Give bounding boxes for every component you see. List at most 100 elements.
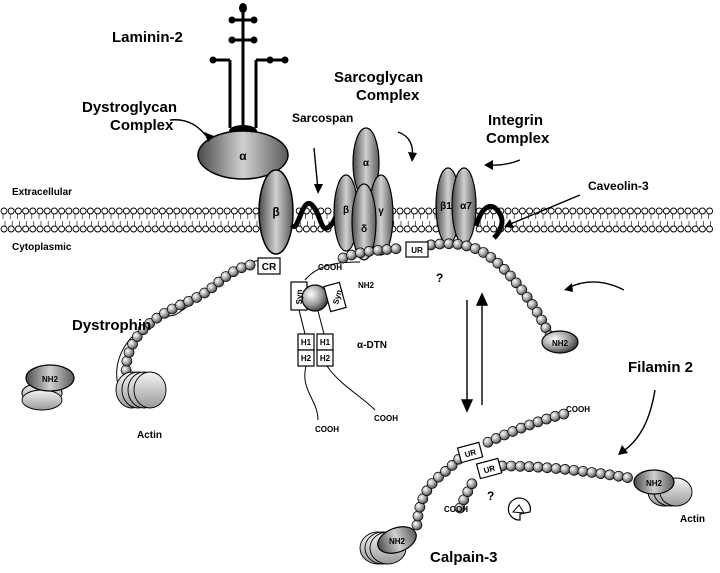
repeat-bead	[411, 519, 423, 531]
cr-domain	[257, 257, 281, 275]
lipid-head-inner	[209, 225, 217, 233]
integrin-label-2: Complex	[486, 130, 550, 147]
lipid-head-inner	[223, 225, 231, 233]
lipid-head-inner	[151, 225, 159, 233]
lipid-head-outer	[677, 207, 685, 215]
lipid-head-inner	[137, 225, 145, 233]
dystroglycan-label-2: Complex	[110, 117, 174, 134]
lipid-head-outer	[252, 207, 260, 215]
repeat-bead	[426, 478, 438, 489]
lipid-head-inner	[698, 225, 706, 233]
lipid-head-inner	[670, 225, 678, 233]
actin-left-label: Actin	[137, 430, 162, 441]
laminin-label: Laminin-2	[112, 29, 183, 46]
lipid-head-inner	[684, 225, 692, 233]
lipid-head-outer	[648, 207, 656, 215]
lipid-head-outer	[65, 207, 73, 215]
lipid-head-inner	[475, 225, 483, 233]
lipid-head-inner	[202, 225, 210, 233]
actin-disc	[133, 371, 167, 409]
repeat-bead	[131, 331, 143, 342]
lipid-head-outer	[86, 207, 94, 215]
lipid-head-inner	[569, 225, 577, 233]
ur-mid-domain	[456, 441, 484, 464]
lipid-head-outer	[641, 207, 649, 215]
lipid-head-outer	[166, 207, 174, 215]
repeat-bead	[446, 460, 458, 471]
lipid-head-outer	[634, 207, 642, 215]
repeat-bead	[381, 244, 393, 255]
repeat-bead	[412, 510, 424, 522]
repeat-bead	[485, 252, 497, 263]
lipid-head-outer	[209, 207, 217, 215]
lipid-head-inner	[425, 225, 433, 233]
repeat-bead	[213, 276, 225, 288]
repeat-bead	[568, 464, 580, 476]
repeat-bead	[526, 299, 538, 310]
lipid-head-outer	[655, 207, 663, 215]
repeat-bead	[354, 247, 366, 259]
lipid-head-inner	[605, 225, 613, 233]
lipid-head-outer	[576, 207, 584, 215]
lipid-head-inner	[410, 225, 418, 233]
cooh-lower-chain-label: COOH	[444, 505, 468, 514]
dystrobrevin-helix-boxes	[297, 333, 334, 367]
integrin-complex	[435, 167, 477, 245]
integrin-label-1: Integrin	[488, 112, 543, 129]
cooh-sg-label: COOH	[318, 263, 342, 272]
lipid-head-inner	[626, 225, 634, 233]
lipid-head-outer	[547, 207, 555, 215]
repeat-bead	[604, 469, 616, 481]
lipid-head-outer	[230, 207, 238, 215]
lipid-head-inner	[194, 225, 202, 233]
lipid-head-inner	[216, 225, 224, 233]
lipid-head-outer	[698, 207, 706, 215]
lipid-head-outer	[0, 207, 8, 215]
cytoplasmic-label: Cytoplasmic	[12, 242, 72, 253]
sg-gamma-label: γ	[378, 206, 384, 217]
lipid-head-outer	[72, 207, 80, 215]
lipid-head-inner	[122, 225, 130, 233]
sg-alpha-label: α	[363, 158, 370, 169]
nh2-actin-right-label: NH2	[646, 479, 663, 488]
repeat-bead	[434, 238, 446, 250]
lipid-head-outer	[122, 207, 130, 215]
lipid-head-inner	[295, 225, 303, 233]
dystrobrevin-lines	[298, 261, 376, 421]
caveolin-3	[473, 203, 505, 240]
laminin-2-structure	[213, 12, 285, 128]
repeat-bead	[220, 271, 232, 282]
lipid-head-outer	[50, 207, 58, 215]
lipid-head-outer	[554, 207, 562, 215]
lipid-head-outer	[598, 207, 606, 215]
lipid-head-inner	[65, 225, 73, 233]
lipid-head-outer	[511, 207, 519, 215]
repeat-bead	[244, 259, 256, 271]
calpain-3-fragment	[511, 504, 525, 514]
lipid-head-inner	[180, 225, 188, 233]
lipid-head-inner	[58, 225, 66, 233]
lipid-head-outer	[115, 207, 123, 215]
sg-delta-label: δ	[361, 224, 367, 235]
integrin-a7-label: α7	[460, 201, 472, 212]
h1-right-label: H1	[320, 338, 331, 347]
lipid-head-outer	[144, 207, 152, 215]
filamin-label: Filamin 2	[628, 359, 693, 376]
equilibrium-arrows	[460, 292, 489, 413]
lipid-head-inner	[166, 225, 174, 233]
lipid-head-inner	[554, 225, 562, 233]
repeat-bead	[121, 355, 133, 367]
lipid-head-outer	[662, 207, 670, 215]
nh2-dystrophin-label: NH2	[42, 375, 59, 384]
lipid-head-inner	[662, 225, 670, 233]
caveolin-label: Caveolin-3	[588, 179, 649, 193]
lipid-head-outer	[238, 207, 246, 215]
repeat-bead	[622, 472, 633, 483]
lipid-head-outer	[403, 207, 411, 215]
lipid-head-inner	[86, 225, 94, 233]
lipid-head-outer	[79, 207, 87, 215]
lipid-head-inner	[540, 225, 548, 233]
lipid-head-inner	[79, 225, 87, 233]
repeat-bead	[363, 246, 375, 257]
beta-dg-label: β	[272, 205, 279, 219]
